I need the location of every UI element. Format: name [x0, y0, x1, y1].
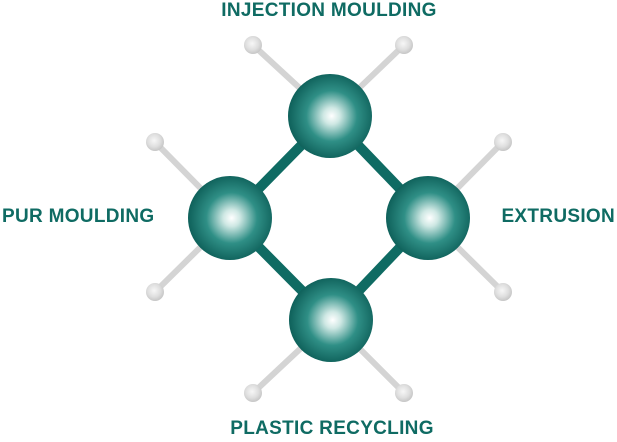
satellite-atom [146, 133, 164, 151]
satellite-atom [244, 384, 262, 402]
satellite-atom [244, 36, 262, 54]
label-injection-moulding: INJECTION MOULDING [221, 0, 437, 21]
satellite-atom [146, 283, 164, 301]
main-atoms [188, 74, 470, 362]
label-pur-moulding: PUR MOULDING [2, 206, 155, 227]
node-extrusion [386, 176, 470, 260]
satellite-atom [494, 133, 512, 151]
label-extrusion: EXTRUSION [501, 206, 615, 227]
satellite-atom [395, 384, 413, 402]
satellite-atom [494, 283, 512, 301]
node-injection-moulding [288, 74, 372, 158]
node-pur-moulding [188, 176, 272, 260]
satellite-atom [395, 36, 413, 54]
satellite-atoms [146, 36, 512, 402]
label-plastic-recycling: PLASTIC RECYCLING [230, 418, 434, 439]
node-plastic-recycling [289, 278, 373, 362]
